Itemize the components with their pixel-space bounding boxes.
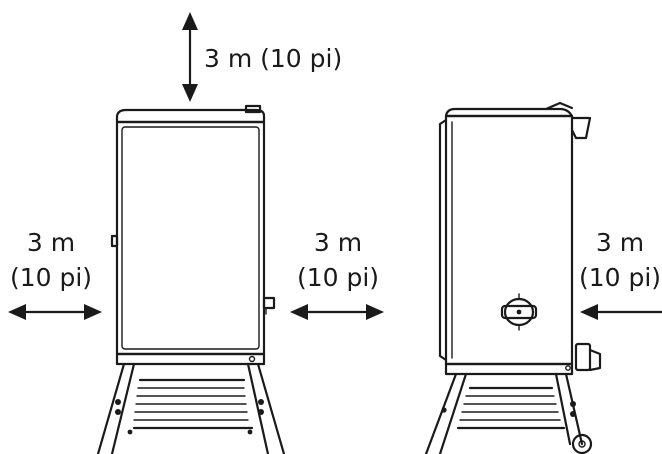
left-clearance-label-line2: (10 pi): [10, 263, 92, 292]
smoker-side-view: [424, 101, 602, 454]
smoker-front-view: [96, 104, 286, 454]
right-clearance-label-line1: 3 m: [596, 228, 644, 257]
middle-clearance-label-line2: (10 pi): [297, 263, 379, 292]
top-clearance-arrow: [182, 12, 198, 102]
left-clearance-label-line1: 3 m: [27, 228, 75, 257]
middle-clearance-arrow: [290, 304, 384, 320]
top-clearance-label: 3 m (10 pi): [204, 44, 342, 73]
middle-clearance-label-line1: 3 m: [314, 228, 362, 257]
right-clearance-label-line2: (10 pi): [579, 263, 661, 292]
right-clearance-arrow: [580, 304, 662, 320]
left-clearance-arrow: [8, 304, 102, 320]
